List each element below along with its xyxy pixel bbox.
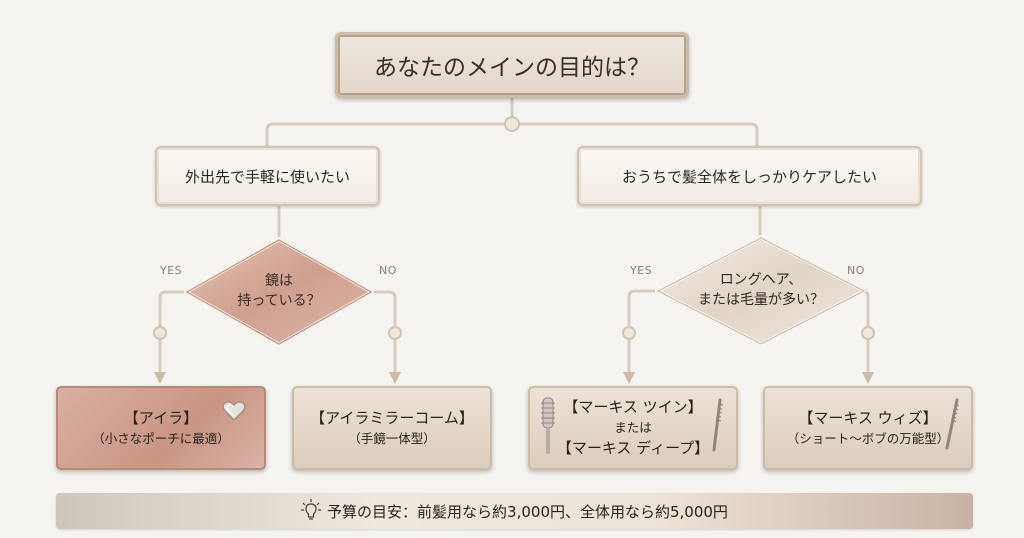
heart-compact-mirror-icon xyxy=(222,401,246,422)
budget-text: 予算の目安：前髪用なら約3,000円、全体用なら約5,000円 xyxy=(327,502,728,521)
result-aira-note: （小さなポーチに最適） xyxy=(92,430,230,446)
round-brush-icon xyxy=(541,397,555,454)
result-aira-box: 【アイラ】 （小さなポーチに最適） xyxy=(56,386,266,470)
lightbulb-icon xyxy=(301,499,322,520)
decision-mirror-shape xyxy=(184,238,374,346)
branch-right-box: おうちで髪全体をしっかりケアしたい xyxy=(577,146,922,206)
result-aira-mirror-comb-note: （手鏡一体型） xyxy=(348,430,436,446)
result-marquis-twin-title: 【マーキス ツイン】 xyxy=(563,398,703,417)
result-marquis-deep-title: 【マーキス ディープ】 xyxy=(556,439,710,458)
decision-mirror-diamond: 鏡は 持っている？ xyxy=(184,237,374,347)
yes-label-left: YES xyxy=(160,264,183,277)
result-marquis-with-title: 【マーキス ウィズ】 xyxy=(798,409,938,428)
no-label-right: NO xyxy=(847,264,865,277)
decision-hair-shape xyxy=(655,236,867,346)
decision-mirror-line2: 持っている？ xyxy=(237,293,321,309)
decision-hair-line1: ロングヘア、 xyxy=(719,272,803,289)
comb-icon xyxy=(945,398,959,450)
comb-icon xyxy=(712,398,724,452)
root-question-box: あなたのメインの目的は？ xyxy=(335,32,689,98)
yes-label-right: YES xyxy=(630,264,653,277)
result-aira-title: 【アイラ】 xyxy=(123,409,199,428)
no-label-left: NO xyxy=(379,264,397,277)
result-marquis-with-note: （ショート〜ボブの万能型） xyxy=(786,430,950,446)
result-marquis-with-box: 【マーキス ウィズ】 （ショート〜ボブの万能型） xyxy=(763,386,973,470)
decision-hair-diamond: ロングヘア、 または毛量が多い？ xyxy=(655,235,867,347)
branch-left-label: 外出先で手軽に使いたい xyxy=(184,167,350,186)
result-aira-mirror-comb-title: 【アイラミラーコーム】 xyxy=(310,409,474,428)
result-or-text: または xyxy=(614,419,652,435)
result-aira-mirror-comb-box: 【アイラミラーコーム】 （手鏡一体型） xyxy=(292,386,492,470)
result-marquis-twin-deep-box: 【マーキス ツイン】 または 【マーキス ディープ】 xyxy=(528,386,738,470)
decision-hair-line2: または毛量が多い？ xyxy=(698,292,824,308)
branch-left-box: 外出先で手軽に使いたい xyxy=(155,146,380,206)
root-question-text: あなたのメインの目的は？ xyxy=(374,55,650,81)
decision-mirror-line1: 鏡は xyxy=(265,273,293,290)
branch-right-label: おうちで髪全体をしっかりケアしたい xyxy=(621,167,877,186)
budget-footer-bar: 予算の目安：前髪用なら約3,000円、全体用なら約5,000円 xyxy=(56,493,973,529)
